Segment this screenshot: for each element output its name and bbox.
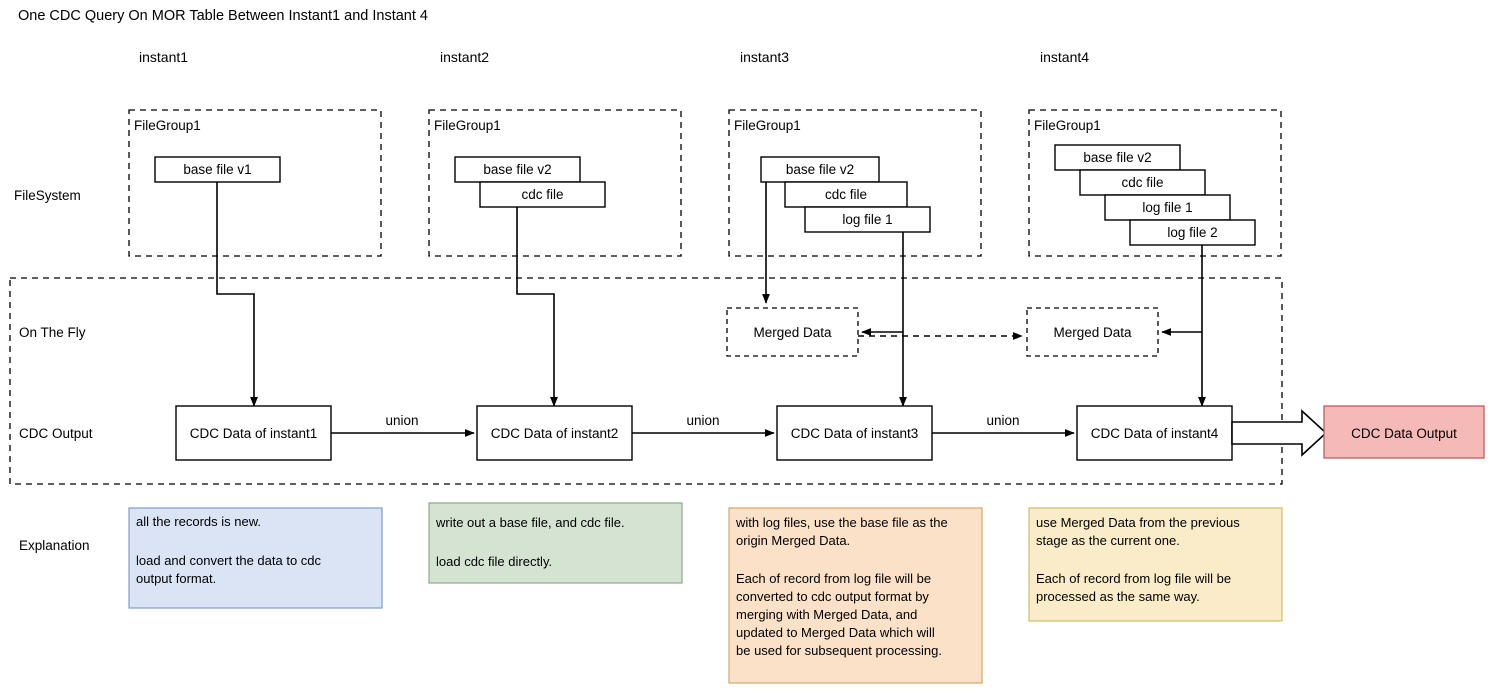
connector-instant2-cdc-to-cdc [516, 207, 558, 407]
file-label: cdc file [521, 187, 563, 202]
row-label-on-the-fly: On The Fly [19, 325, 86, 340]
file-label: cdc file [825, 187, 867, 202]
file-label: cdc file [1121, 175, 1163, 190]
merged-data-label: Merged Data [753, 325, 832, 340]
file-label: base file v2 [483, 162, 551, 177]
explanation-line: use Merged Data from the previous [1036, 515, 1240, 530]
file-box-instant4-cdc-file[interactable]: cdc file [1079, 169, 1206, 196]
cdc-node-label: CDC Data of instant4 [1091, 426, 1219, 441]
cdc-node-instant4[interactable]: CDC Data of instant4 [1076, 405, 1233, 461]
explanation-line: Each of record from log file will be [736, 571, 931, 586]
row-label-cdc-output: CDC Output [19, 426, 93, 441]
row-label-filesystem: FileSystem [14, 188, 81, 203]
file-box-instant4-base-file-v2[interactable]: base file v2 [1054, 144, 1181, 171]
file-label: log file 2 [1167, 225, 1217, 240]
processing-container [9, 277, 1283, 485]
filegroup-container-instant2 [428, 109, 682, 257]
file-box-instant3-base-file-v2[interactable]: base file v2 [760, 156, 880, 183]
page-title: One CDC Query On MOR Table Between Insta… [18, 8, 428, 24]
cdc-data-output-label: CDC Data Output [1351, 426, 1457, 441]
connector-instant1-base-to-cdc [216, 182, 258, 407]
file-box-instant2-cdc-file[interactable]: cdc file [479, 181, 606, 208]
filegroup-label-instant4: FileGroup1 [1034, 118, 1101, 133]
cdc-data-output-rect [1323, 405, 1485, 459]
explanation-rect [428, 502, 683, 584]
explanation-line: stage as the current one. [1036, 533, 1180, 548]
explanation-line: origin Merged Data. [736, 533, 850, 548]
filegroup-label-instant1: FileGroup1 [134, 118, 201, 133]
explanation-line: processed as the same way. [1036, 589, 1200, 604]
final-output-block-arrow [1231, 409, 1328, 457]
filegroup-container-instant4 [1028, 109, 1282, 257]
column-header-instant3: instant3 [740, 49, 789, 65]
explanation-line: be used for subsequent processing. [736, 643, 942, 658]
explanation-line: output format. [136, 571, 216, 586]
union-label-1: union [385, 413, 418, 428]
explanation-line: Each of record from log file will be [1036, 571, 1231, 586]
explanation-box-instant4[interactable]: use Merged Data from the previous stage … [1028, 507, 1283, 622]
explanation-line: all the records is new. [136, 514, 261, 529]
explanation-box-instant3[interactable]: with log files, use the base file as the… [728, 507, 983, 684]
explanation-line: updated to Merged Data which will [736, 625, 935, 640]
file-label: base file v2 [786, 162, 854, 177]
filegroup-container-instant1 [128, 109, 382, 257]
explanation-line: converted to cdc output format by [736, 589, 929, 604]
explanation-line: merging with Merged Data, and [736, 607, 917, 622]
file-box-instant4-log-file-1[interactable]: log file 1 [1104, 194, 1231, 221]
explanation-box-instant1[interactable]: all the records is new. load and convert… [128, 507, 383, 609]
cdc-data-output-box[interactable]: CDC Data Output [1323, 405, 1485, 459]
file-box-instant4-log-file-2[interactable]: log file 2 [1129, 219, 1256, 246]
explanation-line: write out a base file, and cdc file. [435, 515, 625, 530]
file-box-instant1-base-file-v1[interactable]: base file v1 [154, 156, 281, 183]
row-label-explanation: Explanation [19, 538, 90, 553]
file-label: log file 1 [842, 212, 892, 227]
explanation-rect [128, 507, 383, 609]
union-label-3: union [986, 413, 1019, 428]
cdc-node-instant3[interactable]: CDC Data of instant3 [776, 405, 933, 461]
explanation-line: load cdc file directly. [436, 554, 552, 569]
column-header-instant2: instant2 [440, 49, 489, 65]
explanation-line: load and convert the data to cdc [136, 553, 322, 568]
union-label-2: union [686, 413, 719, 428]
cdc-node-label: CDC Data of instant1 [190, 426, 318, 441]
file-box-instant3-cdc-file[interactable]: cdc file [784, 181, 908, 208]
cdc-node-instant1[interactable]: CDC Data of instant1 [175, 405, 332, 461]
file-label: base file v2 [1083, 150, 1151, 165]
cdc-node-instant2[interactable]: CDC Data of instant2 [476, 405, 633, 461]
merged-data-label: Merged Data [1053, 325, 1132, 340]
explanation-box-instant2[interactable]: write out a base file, and cdc file. loa… [428, 502, 683, 584]
merged-data-box-instant4[interactable]: Merged Data [1026, 307, 1159, 357]
cdc-node-label: CDC Data of instant2 [491, 426, 619, 441]
cdc-node-label: CDC Data of instant3 [791, 426, 919, 441]
explanation-rect [1028, 507, 1283, 622]
filegroup-label-instant2: FileGroup1 [434, 118, 501, 133]
filegroup-label-instant3: FileGroup1 [734, 118, 801, 133]
file-box-instant3-log-file-1[interactable]: log file 1 [804, 206, 931, 233]
column-header-instant4: instant4 [1040, 49, 1089, 65]
file-label: base file v1 [183, 162, 251, 177]
merged-data-box-instant3[interactable]: Merged Data [726, 307, 859, 357]
column-header-instant1: instant1 [139, 49, 188, 65]
file-label: log file 1 [1142, 200, 1192, 215]
file-box-instant2-base-file-v2[interactable]: base file v2 [454, 156, 581, 183]
explanation-line: with log files, use the base file as the [735, 515, 948, 530]
filegroup-container-instant3 [728, 109, 982, 257]
explanation-rect [728, 507, 983, 684]
